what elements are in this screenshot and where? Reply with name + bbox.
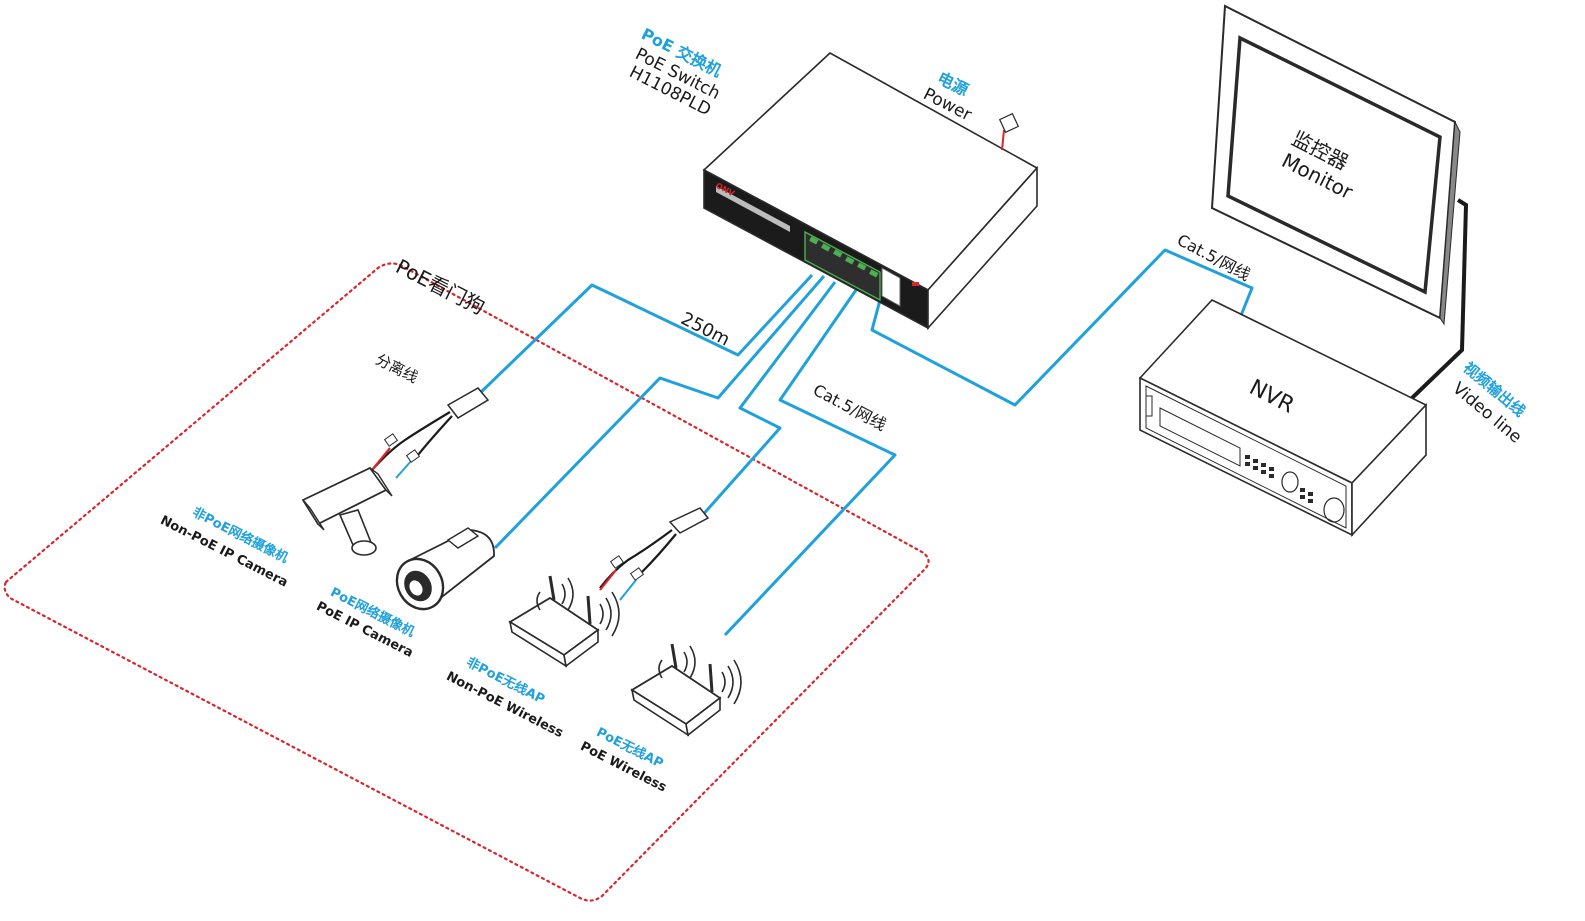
router-icon-non-poe[interactable] [508,575,620,668]
cables [476,248,1254,637]
cable-poe-ap [723,289,897,637]
nvr-dial-2 [1323,497,1345,523]
power-socket-icon [998,112,1020,134]
video-line-cable [1410,198,1469,400]
cable-nvr [870,248,1254,407]
splitter-red-wire [371,447,391,471]
cable-non-poe-camera [476,273,814,397]
switch-side [927,165,1038,331]
nvr-dial-1 [1281,471,1299,493]
cable-poe-camera [493,275,826,550]
switch-red-indicator [912,282,919,286]
nvr-power-button [1145,395,1153,417]
router-icon-poe[interactable] [630,643,742,737]
cable-non-poe-ap [698,281,837,519]
splitter-blue-wire [395,459,413,479]
nvr-buttons [1245,455,1313,503]
switch-brand-strip [716,186,790,232]
monitor[interactable] [1210,4,1469,400]
switch-ports [809,236,879,278]
dome-camera-icon[interactable] [388,527,495,618]
nvr[interactable] [1138,299,1428,538]
monitor-screen [1226,35,1442,295]
splitter-2 [599,507,710,601]
nvr-disk-bay [1159,407,1241,467]
poe-switch[interactable] [702,52,1039,331]
splitter-1 [371,387,490,479]
monitor-side [1439,120,1461,326]
switch-uplink-port [881,267,901,307]
splitter-box [446,387,490,419]
splitter-dark-wire [417,415,453,456]
bullet-camera-icon[interactable] [301,466,393,556]
nvr-side [1351,402,1427,538]
power-cable [1001,129,1005,151]
poe-zone-boundary [3,262,930,902]
